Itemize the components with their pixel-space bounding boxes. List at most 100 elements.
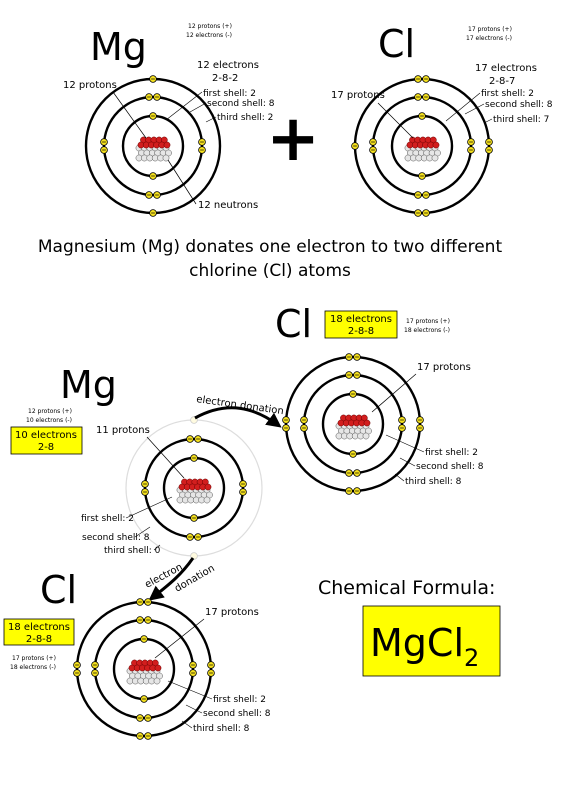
cl-right-shell3-leader (394, 473, 405, 482)
electron (100, 138, 108, 146)
mg-symbol-bottom: Mg (60, 363, 117, 407)
donation-arrow-top (194, 406, 282, 428)
electron (207, 661, 215, 669)
mg-bottom-shell2-leader (134, 526, 151, 538)
electron (144, 616, 152, 624)
mg-charge-line1-top: 12 protons (+) (188, 23, 232, 30)
cl-shell2-top: second shell: 8 (485, 100, 553, 110)
neutron (431, 154, 439, 162)
electron (345, 353, 353, 361)
electron (467, 138, 475, 146)
electron (485, 146, 493, 154)
cl-right-shell2: second shell: 8 (416, 462, 484, 472)
mg-shell3-top: third shell: 2 (217, 113, 273, 123)
donation-arrow-left (148, 557, 195, 601)
cl-atom-right (282, 353, 424, 495)
mg-shell1-top: first shell: 2 (203, 89, 256, 99)
neutron (153, 677, 161, 685)
cl-right-protons-leader (371, 373, 417, 413)
cl-charge-line1-top: 17 protons (+) (468, 26, 512, 33)
cl-symbol-right: Cl (275, 302, 312, 346)
electron (190, 514, 198, 522)
mg-neutrons-label-top: 12 neutrons (198, 200, 258, 211)
electron (149, 172, 157, 180)
electron (207, 669, 215, 677)
cl-config-label-top: 2-8-7 (489, 76, 515, 87)
electron (140, 695, 148, 703)
electron (398, 424, 406, 432)
cl-shell1-leader-top (445, 92, 481, 122)
electron (414, 209, 422, 217)
electron (198, 146, 206, 154)
mg-neutrons-leader-top (167, 159, 197, 205)
cl-left-protons-leader (154, 618, 205, 659)
electron (353, 353, 361, 361)
mg-bottom-charge-line2: 10 electrons (-) (26, 417, 72, 424)
electron (100, 146, 108, 154)
caption-line1: Magnesium (Mg) donates one electron to t… (38, 237, 503, 257)
nucleus (404, 136, 441, 162)
electron (140, 635, 148, 643)
electron (145, 191, 153, 199)
cl-right-electron-box (324, 310, 398, 339)
electron-shell (302, 373, 404, 475)
proton (204, 483, 212, 491)
electron (73, 661, 81, 669)
electron (345, 487, 353, 495)
formula-subscript: 2 (464, 644, 479, 672)
electron (485, 138, 493, 146)
mg-protons-leader-top (112, 91, 147, 139)
cl-protons-leader-top (377, 102, 414, 139)
electron (149, 75, 157, 83)
mg-shell2-leader-top (189, 102, 207, 113)
electron (144, 714, 152, 722)
cl-left-box-line2: 2-8-8 (26, 634, 52, 645)
plus-sign: + (266, 102, 320, 176)
electron (349, 390, 357, 398)
electron (149, 112, 157, 120)
formula-heading: Chemical Formula: (318, 577, 495, 599)
electron-shell (102, 95, 204, 197)
electron (198, 138, 206, 146)
neutron (203, 496, 211, 504)
electron (300, 424, 308, 432)
cl-electrons-label-top: 17 electrons (475, 63, 537, 74)
mg-charge-line2-top: 12 electrons (-) (186, 32, 232, 39)
electron (416, 416, 424, 424)
cl-left-shell1-leader (167, 680, 213, 700)
neutron (362, 432, 370, 440)
cl-right-box-line1: 18 electrons (330, 314, 392, 325)
electron (353, 469, 361, 477)
cl-left-shell1: first shell: 2 (213, 695, 266, 705)
electron (141, 488, 149, 496)
cl-left-protons-label: 17 protons (205, 607, 259, 618)
mg-config-label-top: 2-8-2 (212, 73, 238, 84)
cl-charge-line2-top: 17 electrons (-) (466, 35, 512, 42)
mg-shell2-top: second shell: 8 (207, 99, 275, 109)
electron (239, 480, 247, 488)
cl-shell1-top: first shell: 2 (481, 89, 534, 99)
proton (154, 664, 162, 672)
cl-right-shell1: first shell: 2 (425, 448, 478, 458)
cl-left-shell3-leader (181, 720, 193, 729)
electron (91, 669, 99, 677)
electron (467, 146, 475, 154)
electron (300, 416, 308, 424)
cl-shell3-leader-top (483, 118, 493, 124)
nucleus (126, 659, 163, 685)
formula-main: MgCl (370, 621, 464, 665)
electron (282, 416, 290, 424)
mg-bottom-shell2: second shell: 8 (82, 533, 150, 543)
caption-line2: chlorine (Cl) atoms (189, 261, 351, 281)
mg-bottom-electron-box (10, 426, 83, 455)
electron (144, 598, 152, 606)
mg-shell1-leader-top (165, 91, 203, 121)
nucleus (135, 136, 172, 162)
electron (418, 112, 426, 120)
cl-left-charge-line1: 17 protons (+) (12, 655, 56, 662)
nucleus (176, 478, 213, 504)
electron (91, 661, 99, 669)
cl-atom-top (351, 75, 493, 217)
cl-right-shell1-leader (385, 434, 425, 453)
